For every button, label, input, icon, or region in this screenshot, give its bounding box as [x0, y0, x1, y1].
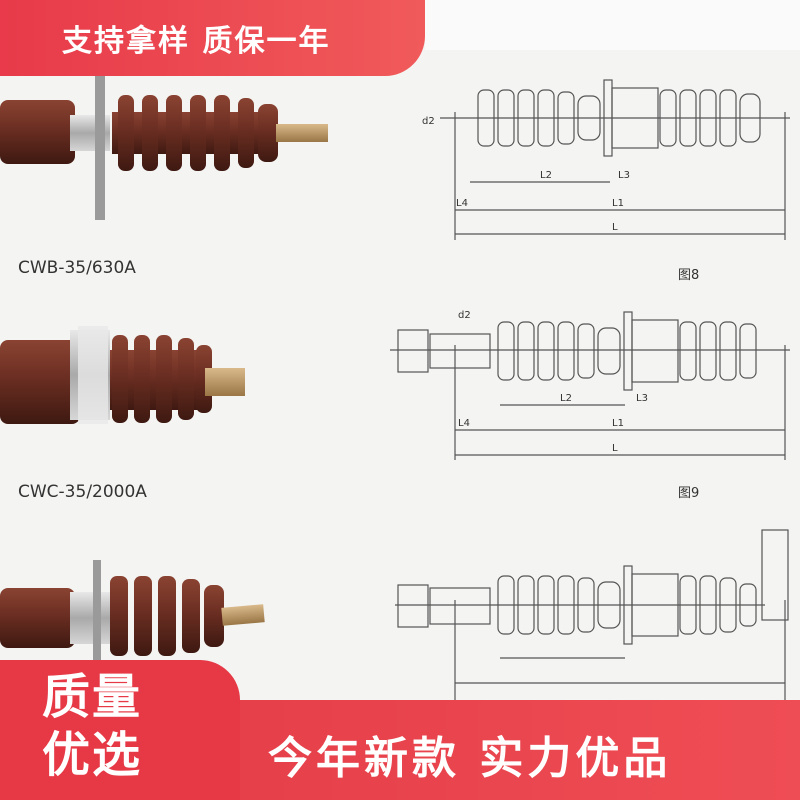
product-model-label-2: CWC-35/2000A [18, 482, 147, 502]
bottom-left-badge [0, 660, 240, 800]
top-promo-banner: 支持拿样 质保一年 [0, 0, 425, 76]
top-right-background [425, 0, 800, 50]
svg-text:L1: L1 [612, 198, 624, 209]
svg-text:L3: L3 [618, 170, 630, 181]
drawing-figure-8 [440, 79, 790, 240]
drawing-figure-9 [390, 311, 790, 460]
product-model-label-1: CWB-35/630A [18, 258, 136, 278]
svg-text:L2: L2 [560, 393, 572, 404]
bottom-slogan: 今年新款 实力优品 [268, 733, 672, 784]
svg-text:L4: L4 [458, 418, 470, 429]
drawing-figure-10 [395, 529, 789, 700]
badge-line-1: 质量 [42, 669, 143, 725]
top-banner-text: 支持拿样 质保一年 [62, 24, 331, 59]
insulator-photo-2 [0, 326, 245, 424]
figure-8-label: 图8 [678, 268, 700, 283]
figure-8-dim-labels: d2 L2 L3 L4 L1 L [422, 116, 630, 233]
svg-text:d2: d2 [422, 116, 435, 127]
svg-text:L: L [612, 443, 618, 454]
svg-text:L4: L4 [456, 198, 468, 209]
figure-9-label: 图9 [678, 486, 700, 501]
svg-text:L2: L2 [540, 170, 552, 181]
svg-text:L1: L1 [612, 418, 624, 429]
figure-9-dim-labels: d2 L2 L3 L4 L1 L [458, 310, 648, 454]
insulator-photo-1 [0, 60, 328, 220]
svg-text:L: L [612, 222, 618, 233]
badge-line-2: 优选 [42, 727, 143, 783]
svg-text:d2: d2 [458, 310, 471, 321]
bottom-left-badge-text: 质量 优选 [42, 668, 142, 784]
insulator-photo-3 [0, 560, 265, 670]
svg-text:L3: L3 [636, 393, 648, 404]
